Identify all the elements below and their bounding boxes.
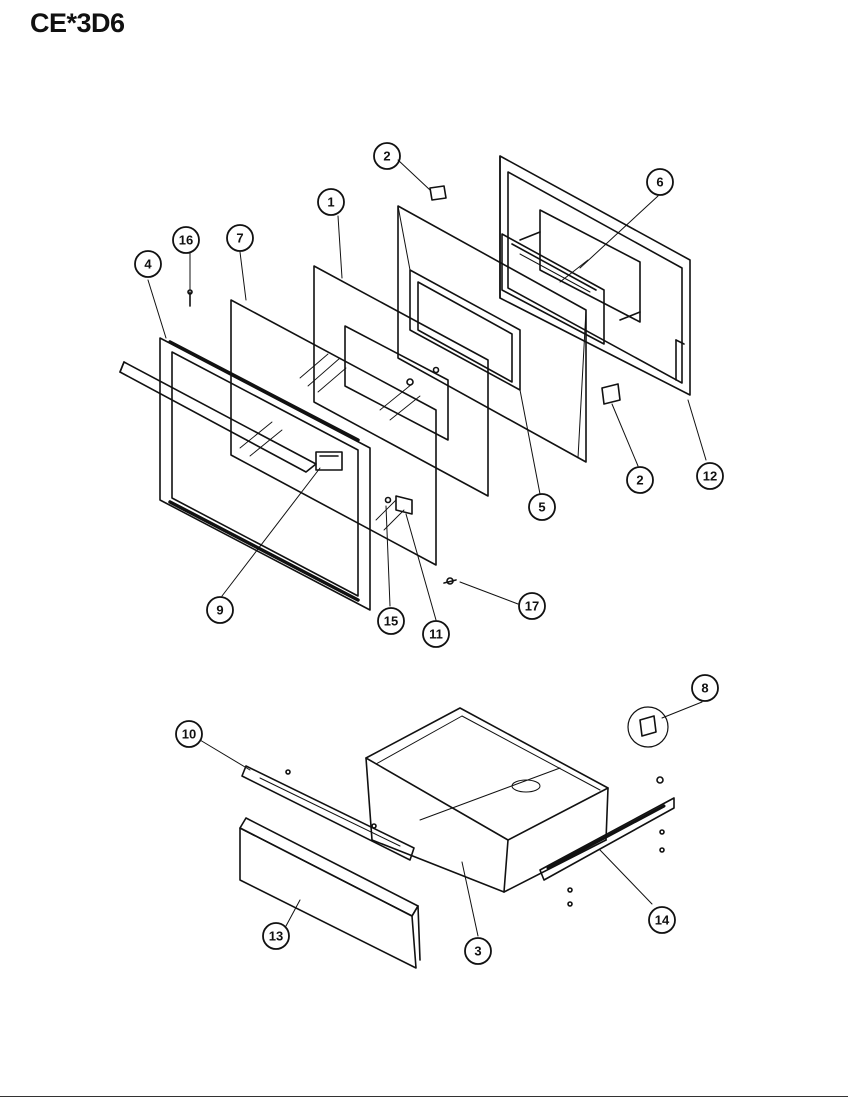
leader-lines: [147, 159, 707, 937]
callout-8: 8: [701, 681, 708, 696]
part-15-screw: [384, 496, 392, 504]
callout-1: 1: [327, 195, 334, 210]
callout-2a-circle: [373, 142, 401, 170]
part-11-label-plate: [395, 495, 413, 515]
callout-17: 17: [525, 599, 539, 614]
callout-2b: 2: [636, 473, 643, 488]
callout-5: 5: [538, 500, 545, 515]
part-16-screw: [187, 289, 193, 307]
callout-12-circle: [696, 462, 724, 490]
part-17-screw: [443, 577, 457, 585]
callout-16-circle: [172, 226, 200, 254]
callout-10-circle: [175, 720, 203, 748]
part-1-insulation-panel: [313, 265, 489, 497]
callout-13-circle: [262, 922, 290, 950]
callout-16: 16: [179, 233, 193, 248]
part-6-window-panel: [501, 233, 605, 345]
part-2-hinge-bottom: [601, 383, 621, 405]
part-9-door-handle: [119, 361, 343, 473]
part-13-drawer-front: [239, 817, 421, 969]
callout-6: 6: [656, 175, 663, 190]
part-7-outer-glass: [230, 299, 437, 566]
callout-5-circle: [528, 493, 556, 521]
part-2-hinge-top: [429, 185, 447, 201]
callout-1-circle: [317, 188, 345, 216]
callout-3-circle: [464, 937, 492, 965]
part-5-door-liner: [397, 205, 587, 463]
callout-4: 4: [144, 257, 152, 272]
part-8-clip: [627, 706, 669, 784]
callout-17-circle: [518, 592, 546, 620]
callout-15: 15: [384, 614, 398, 629]
callout-7-circle: [226, 224, 254, 252]
part-3-drawer-body: [365, 707, 609, 893]
part-14-drawer-rail: [539, 797, 675, 907]
callout-4-circle: [134, 250, 162, 278]
callout-7: 7: [236, 231, 243, 246]
callout-2a: 2: [383, 149, 390, 164]
part-4-outer-door-frame: [159, 337, 371, 611]
page-title: CE*3D6: [30, 8, 125, 38]
callout-8-circle: [691, 674, 719, 702]
callout-11: 11: [429, 627, 443, 642]
callout-9: 9: [216, 603, 223, 618]
callout-15-circle: [377, 607, 405, 635]
callout-14-circle: [648, 906, 676, 934]
callout-10: 10: [182, 727, 196, 742]
callout-6-circle: [646, 168, 674, 196]
bottom-rule: [0, 1096, 848, 1097]
callout-circles: [134, 142, 724, 965]
callout-14: 14: [655, 913, 670, 928]
part-12-inner-door-frame: [499, 155, 691, 396]
callout-13: 13: [269, 929, 283, 944]
callout-11-circle: [422, 620, 450, 648]
part-10-drawer-bracket: [241, 765, 415, 861]
callout-9-circle: [206, 596, 234, 624]
callout-2b-circle: [626, 466, 654, 494]
callout-12: 12: [703, 469, 717, 484]
callout-3: 3: [474, 944, 481, 959]
